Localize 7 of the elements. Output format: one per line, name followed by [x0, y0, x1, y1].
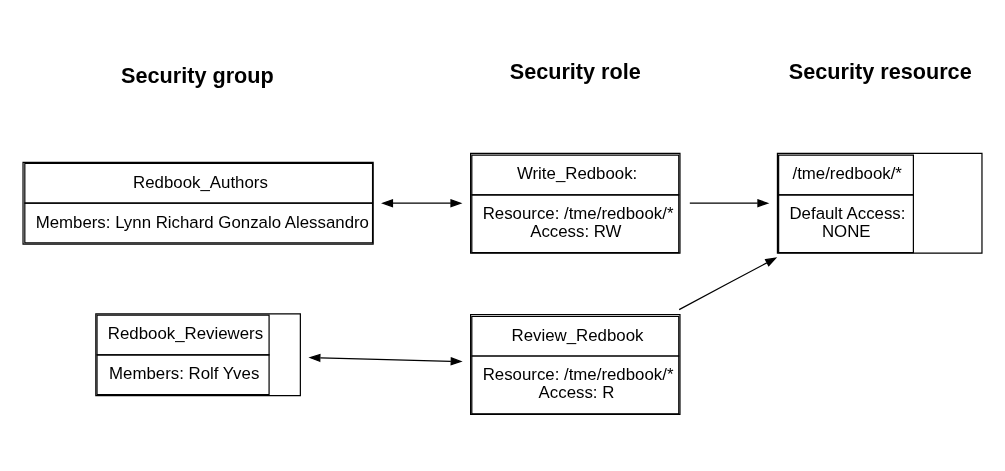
label: Security group: [121, 62, 274, 88]
label: Security role: [509, 58, 641, 84]
arrow: [689, 198, 770, 207]
arrow: [678, 256, 778, 310]
arrow: [381, 198, 463, 207]
label: Security resource: [788, 58, 972, 84]
arrow: [308, 353, 463, 365]
